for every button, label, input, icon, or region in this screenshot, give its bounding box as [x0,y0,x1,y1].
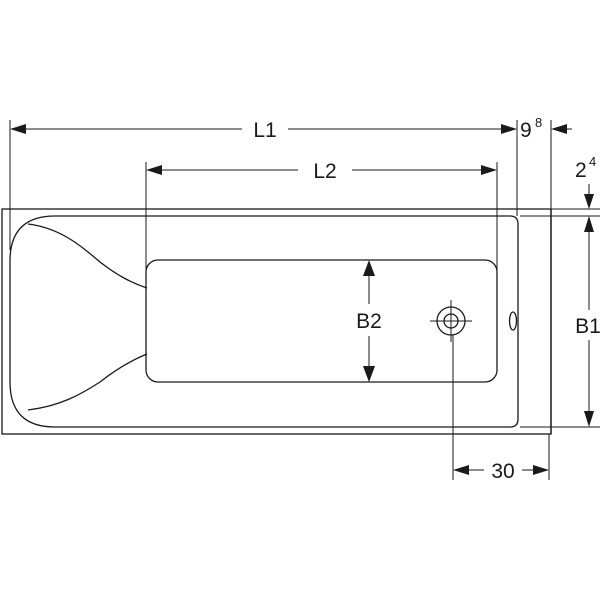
rim-side-superscript: 4 [589,154,596,169]
b1-arrow-bottom [584,411,594,427]
drain-offset-label: 30 [491,460,514,483]
rim-side-label: 2 [575,159,587,182]
overflow-opening [508,311,518,331]
tub-flat-bottom [145,259,498,383]
b1-label: B1 [575,315,600,338]
b2-arrow-bottom [363,366,375,382]
b2-arrow-top [363,260,375,276]
drain-icon [430,300,472,342]
rim-end-arrow [551,124,567,134]
b1-arrow-top [584,216,594,232]
rim-side-arrow [584,194,594,209]
l2-arrow-right [481,165,497,175]
drain-offset-arrow-left [453,465,469,475]
rim-end-superscript: 8 [535,115,542,130]
tub-inner-basin [9,215,519,428]
rim-end-label: 9 [520,119,532,142]
l1-arrow-left [10,124,26,134]
backrest-curve-upper [27,223,148,289]
l1-label: L1 [253,119,276,142]
b2-label: B2 [356,310,382,333]
l2-arrow-left [146,165,162,175]
backrest-curve-lower [27,353,148,411]
drain-offset-arrow-right [533,465,549,475]
l2-label: L2 [313,160,336,183]
l1-arrow-right [501,124,517,134]
